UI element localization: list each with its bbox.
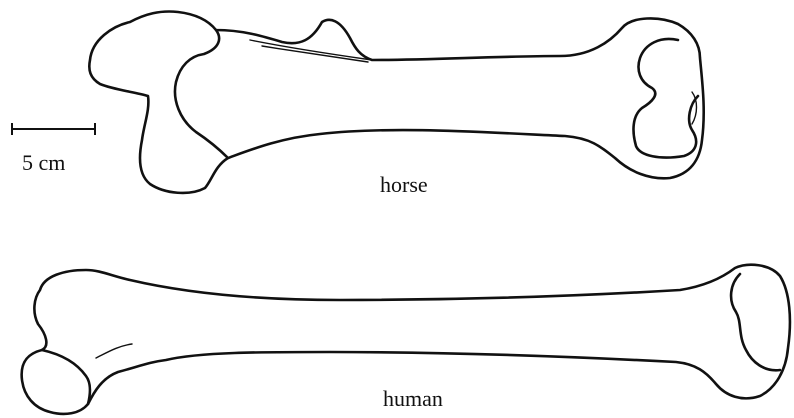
horse-femur-head: [175, 30, 228, 158]
human-femur-neck-line: [96, 344, 132, 358]
human-femur-head: [42, 350, 90, 404]
horse-femur-drawing: [89, 11, 703, 192]
scale-bar: [12, 123, 95, 135]
human-label: human: [383, 386, 443, 412]
horse-femur-condyle: [634, 39, 698, 158]
horse-label: horse: [380, 172, 428, 198]
scale-bar-label: 5 cm: [22, 150, 65, 176]
horse-femur-outline: [89, 11, 703, 192]
human-femur-condyle: [731, 274, 780, 370]
horse-femur-trochanter-line-2: [262, 46, 368, 62]
